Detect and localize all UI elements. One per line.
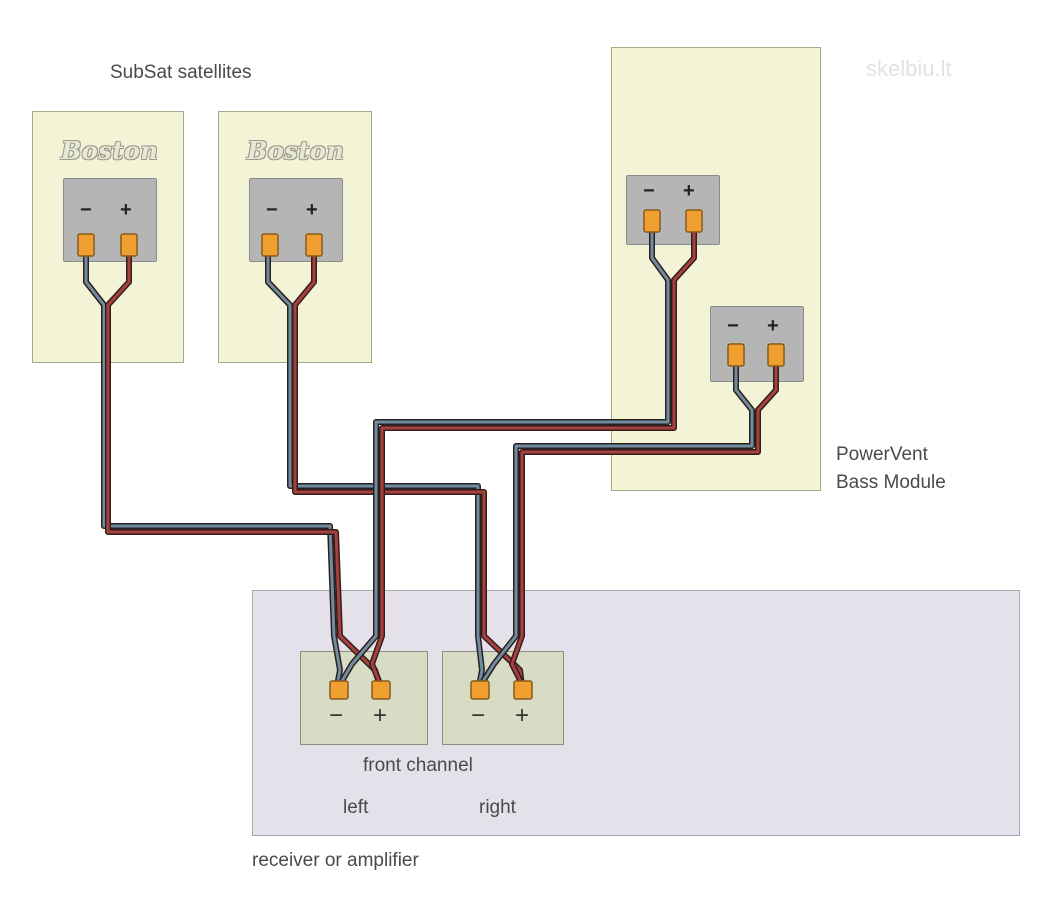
bass-module-bottom-plus-label: + [767,315,779,337]
bass-module-label-line2: Bass Module [836,472,946,493]
bass-module-bottom-terminal-plate: − + [710,306,804,382]
watermark-text: skelbiu.lt [866,56,952,81]
front-right-terminal-plate: − + [442,651,564,745]
front-right-minus-label: − [471,702,486,729]
bass-module-top-minus-label: − [643,180,655,202]
left-satellite-speaker: Boston − + [32,111,184,363]
bass-module-label-line1: PowerVent [836,444,928,465]
bass-module-top-plus-label: + [683,180,695,202]
left-satellite-plus-label: + [120,199,132,221]
front-right-label: right [479,797,516,818]
front-left-label: left [343,797,369,818]
front-left-plus-label: + [373,702,388,729]
amplifier-label: receiver or amplifier [252,850,419,871]
front-right-plus-label: + [515,702,530,729]
front-left-terminal-plate: − + [300,651,428,745]
left-satellite-terminal-plate: − + [63,178,157,262]
bass-module-speaker: − + − + [611,47,821,491]
satellites-title: SubSat satellites [110,62,252,83]
bass-module-top-terminal-plate: − + [626,175,720,245]
left-satellite-brand: Boston [61,136,159,165]
front-left-minus-label: − [329,702,344,729]
right-satellite-minus-label: − [266,199,278,221]
front-channel-label: front channel [363,755,473,776]
receiver-amplifier-panel: − + − + front channel left right [252,590,1020,836]
right-satellite-brand: Boston [247,136,345,165]
right-satellite-speaker: Boston − + [218,111,372,363]
right-satellite-plus-label: + [306,199,318,221]
bass-module-bottom-minus-label: − [727,315,739,337]
left-satellite-minus-label: − [80,199,92,221]
right-satellite-terminal-plate: − + [249,178,343,262]
